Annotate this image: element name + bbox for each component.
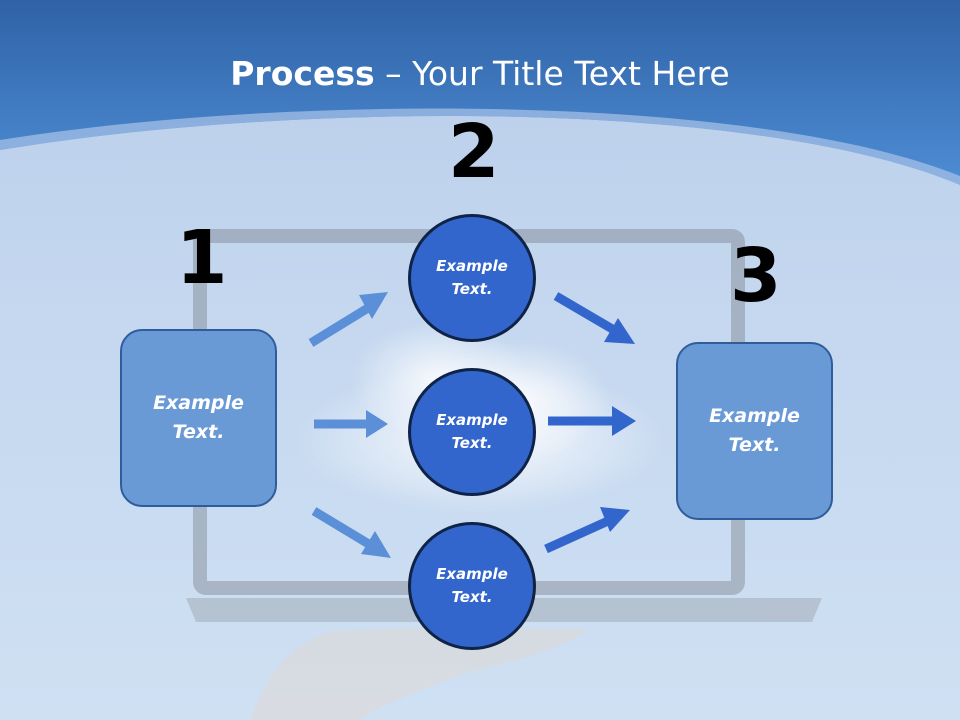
slide-title: Process – Your Title Text Here	[0, 52, 960, 96]
right-process-box: Example Text.	[676, 342, 833, 520]
step-number-2: 2	[448, 109, 500, 195]
circle-top: Example Text.	[408, 214, 536, 342]
step-number-1: 1	[176, 215, 228, 301]
left-process-box: Example Text.	[120, 329, 277, 507]
circle-bottom: Example Text.	[408, 522, 536, 650]
step-number-3: 3	[730, 233, 782, 319]
title-bold: Process	[230, 54, 375, 93]
title-rest: – Your Title Text Here	[374, 54, 730, 93]
hand-image	[250, 627, 590, 720]
circle-middle: Example Text.	[408, 368, 536, 496]
